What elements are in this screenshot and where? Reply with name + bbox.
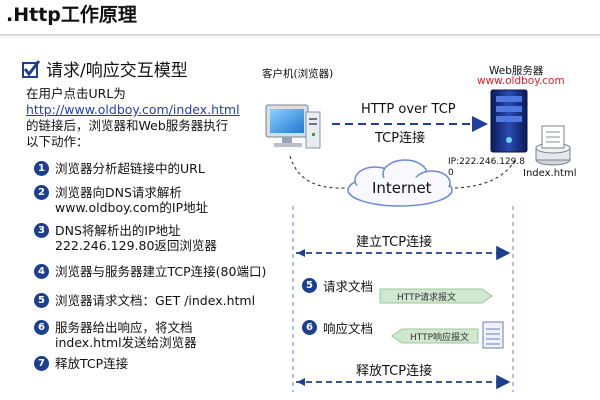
client-computer-icon bbox=[265, 104, 321, 149]
internet-cloud-icon bbox=[347, 159, 453, 207]
section-heading: 请求/响应交互模型 bbox=[22, 56, 188, 81]
index-file-label: Index.html bbox=[523, 168, 577, 179]
server-icon bbox=[490, 89, 528, 153]
step-item-6: 6 服务器给出响应，将文档 index.html发送给浏览器 bbox=[34, 320, 197, 350]
step-text: 服务器给出响应，将文档 index.html发送给浏览器 bbox=[55, 320, 197, 350]
step-text-line: index.html发送给浏览器 bbox=[55, 335, 197, 350]
response-message-arrow bbox=[391, 328, 479, 344]
step-text-line: 服务器给出响应，将文档 bbox=[55, 320, 193, 335]
step-number-badge: 1 bbox=[34, 161, 49, 176]
step-text-line: www.oldboy.com的IP地址 bbox=[55, 200, 209, 215]
request-message-arrow bbox=[379, 288, 493, 304]
response-step: 6 响应文档 bbox=[302, 318, 373, 337]
server-domain: www.oldboy.com bbox=[477, 75, 565, 87]
url-link[interactable]: http://www.oldboy.com/index.html bbox=[26, 102, 240, 117]
server-ip-line-2: 0 bbox=[448, 168, 454, 178]
intro-line-1: 在用户点击URL为 bbox=[26, 86, 126, 101]
intro-paragraph: 在用户点击URL为 http://www.oldboy.com/index.ht… bbox=[26, 86, 288, 150]
step-number-badge: 2 bbox=[34, 185, 49, 200]
step-item-4: 4 浏览器与服务器建立TCP连接(80端口) bbox=[34, 264, 266, 279]
step-text-line: DNS将解析出的IP地址 bbox=[55, 223, 181, 238]
intro-line-3: 以下动作： bbox=[26, 134, 89, 149]
establish-tcp-label: 建立TCP连接 bbox=[356, 235, 433, 250]
step-text: 浏览器请求文档：GET /index.html bbox=[55, 293, 256, 308]
step-text: 浏览器分析超链接中的URL bbox=[55, 161, 205, 176]
intro-line-2: 的链接后，浏览器和Web服务器执行 bbox=[26, 118, 229, 133]
release-tcp-label: 释放TCP连接 bbox=[356, 364, 433, 379]
response-label: 响应文档 bbox=[323, 321, 374, 336]
response-message-label: HTTP响应报文 bbox=[410, 333, 470, 343]
server-ip-line-1: IP:222.246.129.8 bbox=[448, 157, 525, 167]
step-number-badge: 4 bbox=[34, 264, 49, 279]
step-number-badge: 6 bbox=[302, 320, 317, 335]
request-message-label: HTTP请求报文 bbox=[397, 293, 457, 303]
step-text: DNS将解析出的IP地址 222.246.129.80返回浏览器 bbox=[55, 223, 217, 253]
step-number-badge: 7 bbox=[34, 356, 49, 371]
request-label: 请求文档 bbox=[323, 279, 374, 294]
step-text: 浏览器向DNS请求解析 www.oldboy.com的IP地址 bbox=[55, 185, 208, 215]
step-number-badge: 6 bbox=[34, 320, 49, 335]
step-item-2: 2 浏览器向DNS请求解析 www.oldboy.com的IP地址 bbox=[34, 185, 208, 215]
step-text: 浏览器与服务器建立TCP连接(80端口) bbox=[55, 264, 267, 279]
step-item-1: 1 浏览器分析超链接中的URL bbox=[34, 161, 205, 176]
heading-text: 请求/响应交互模型 bbox=[46, 61, 188, 81]
step-text-line: 222.246.129.80返回浏览器 bbox=[55, 238, 217, 253]
server-internet-link bbox=[454, 159, 516, 189]
title-divider-shadow bbox=[0, 37, 600, 38]
request-step: 5 请求文档 bbox=[302, 276, 373, 295]
checkbox-icon bbox=[22, 59, 40, 78]
step-item-7: 7 释放TCP连接 bbox=[34, 356, 128, 371]
tcp-connection-label: TCP连接 bbox=[375, 131, 426, 146]
server-label: Web服务器 bbox=[489, 65, 544, 77]
step-item-3: 3 DNS将解析出的IP地址 222.246.129.80返回浏览器 bbox=[34, 223, 217, 253]
step-item-5: 5 浏览器请求文档：GET /index.html bbox=[34, 293, 255, 308]
step-number-badge: 3 bbox=[34, 223, 49, 238]
step-number-badge: 5 bbox=[34, 293, 49, 308]
document-icon bbox=[482, 321, 504, 349]
http-over-tcp-label: HTTP over TCP bbox=[361, 102, 456, 117]
title-divider bbox=[0, 34, 600, 36]
client-label: 客户机(浏览器) bbox=[262, 68, 334, 80]
internet-label: Internet bbox=[372, 179, 432, 197]
step-number-badge: 5 bbox=[302, 278, 317, 293]
step-text-line: 浏览器向DNS请求解析 bbox=[55, 185, 182, 200]
step-text: 释放TCP连接 bbox=[55, 356, 129, 371]
index-disk-icon bbox=[535, 125, 571, 166]
client-internet-link bbox=[289, 155, 346, 189]
slide-title: .Http工作原理 bbox=[6, 4, 137, 26]
